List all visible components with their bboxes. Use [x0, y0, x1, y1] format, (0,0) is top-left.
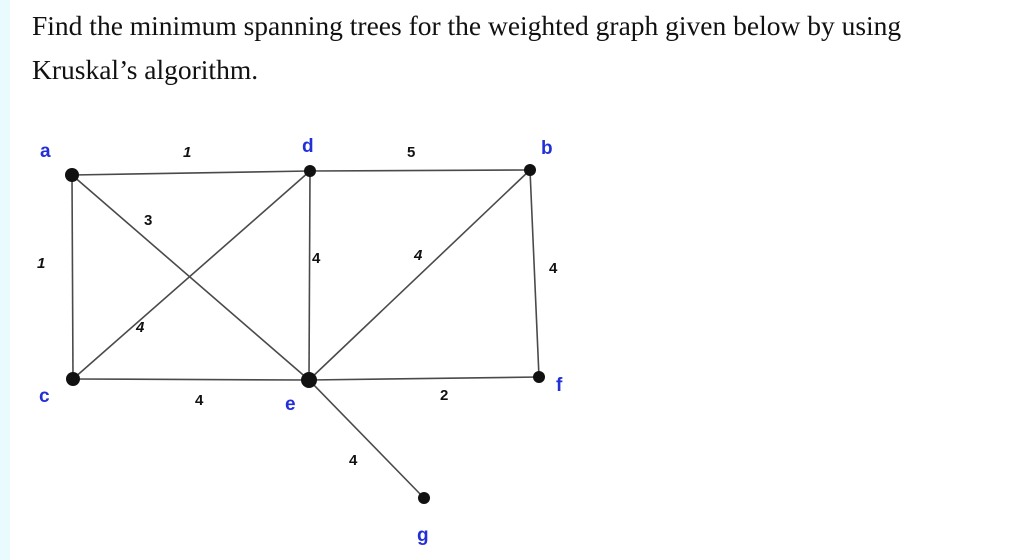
weight-label-e-g: 4: [349, 452, 358, 469]
weight-label-a-e: 3: [144, 212, 152, 229]
edge-d-b: [309, 169, 531, 172]
weight-label-a-d: 1: [183, 144, 191, 161]
edge-d-e: [308, 170, 311, 381]
node-a: [65, 168, 79, 182]
vertex-label-a: a: [40, 141, 51, 162]
vertex-label-f: f: [556, 375, 563, 396]
edge-a-c: [71, 174, 74, 380]
edge-b-f: [529, 169, 540, 378]
edge-c-d: [72, 170, 311, 380]
node-d: [304, 165, 316, 177]
edge-e-b: [308, 169, 531, 381]
node-g: [418, 492, 430, 504]
question-line-1: Find the minimum spanning trees for the …: [32, 10, 902, 41]
vertex-label-b: b: [541, 138, 553, 159]
edge-weight-labels: 1 5 1 3 4 4 4 4 4 2 4: [37, 144, 558, 469]
vertex-labels: a d b c e f g: [39, 136, 563, 546]
edge-a-d: [71, 170, 311, 176]
weight-label-e-f: 2: [440, 387, 448, 404]
node-b: [524, 164, 536, 176]
vertex-label-d: d: [302, 136, 314, 157]
edge-a-e: [71, 174, 310, 381]
graph-edges: [71, 169, 540, 499]
weight-label-d-b: 5: [407, 144, 415, 161]
vertex-label-c: c: [39, 386, 50, 407]
weight-label-e-b: 4: [413, 247, 423, 264]
left-margin-strip: [0, 0, 10, 560]
weight-label-d-e: 4: [312, 250, 321, 267]
edge-e-f: [308, 376, 540, 381]
graph-nodes: [65, 164, 545, 504]
edge-e-g: [308, 379, 425, 499]
weight-label-b-f: 4: [549, 260, 558, 277]
question-text: Find the minimum spanning trees for the …: [32, 4, 1017, 92]
weight-label-a-c: 1: [37, 255, 45, 272]
node-e: [301, 372, 317, 388]
vertex-label-g: g: [417, 525, 429, 546]
question-line-2: Kruskal’s algorithm.: [32, 54, 259, 85]
weight-label-c-d: 4: [135, 319, 145, 336]
vertex-label-e: e: [285, 394, 296, 415]
edge-c-e: [72, 378, 310, 381]
weight-label-c-e: 4: [195, 392, 204, 409]
node-f: [533, 371, 545, 383]
node-c: [66, 372, 80, 386]
